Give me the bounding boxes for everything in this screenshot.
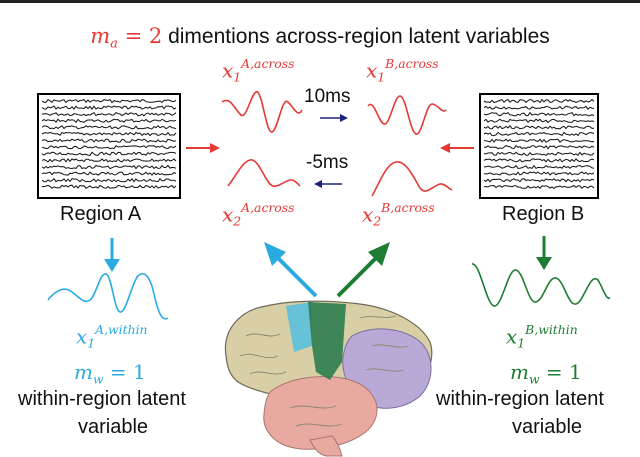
label-x1-a-across: x1A,across (222, 56, 295, 85)
region-b-label: Region B (502, 203, 585, 225)
region-a-box (37, 93, 181, 199)
region-b-traces (483, 98, 595, 190)
label-mw-a: mw = 1 (74, 360, 146, 387)
wave-within-a (47, 272, 169, 320)
brain-sulci (239, 315, 409, 427)
within-b-caption-line2: variable (512, 416, 583, 438)
neural-trace (41, 164, 177, 170)
neural-trace (483, 138, 595, 143)
wave-within-b (471, 263, 611, 307)
lag-bottom-label: -5ms (306, 152, 349, 173)
neural-trace (483, 171, 595, 176)
brain-to-b-across-arrowhead (368, 242, 390, 266)
neural-trace (483, 158, 595, 163)
wave-x2-b-across (371, 161, 453, 197)
neural-trace (41, 158, 177, 163)
title-text: dimentions across-region latent variable… (162, 25, 550, 48)
neural-trace (41, 145, 177, 150)
brain-region-a (286, 302, 312, 352)
lag-bottom-arrowhead (314, 180, 322, 188)
neural-trace (41, 138, 177, 143)
neural-trace (483, 164, 595, 170)
neural-trace (41, 98, 177, 104)
neural-trace (41, 125, 177, 130)
neural-trace (41, 118, 177, 124)
neural-trace (483, 131, 595, 137)
region-a-to-within-arrowhead (104, 259, 120, 272)
brain-stem (309, 435, 343, 457)
label-x2-a-across: x2A,across (222, 200, 295, 229)
neural-trace (41, 177, 177, 183)
region-a-label: Region A (60, 203, 142, 225)
neural-trace (41, 111, 177, 117)
neural-trace (483, 105, 595, 110)
region-b-to-within-arrowhead (536, 257, 552, 270)
figure-title: ma = 2 dimentions across-region latent v… (0, 24, 640, 52)
neural-trace (483, 184, 595, 190)
neural-trace (484, 144, 595, 150)
neural-trace (483, 125, 595, 130)
brain-illustration (224, 300, 433, 457)
wave-x1-b-across (367, 95, 447, 135)
wave-x2-a-across (227, 159, 301, 187)
neural-trace (483, 151, 595, 157)
neural-trace (41, 151, 177, 156)
neural-trace (41, 131, 177, 137)
neural-trace (41, 105, 177, 111)
title-ma-var: m (90, 24, 111, 48)
lag-top-arrowhead (340, 114, 348, 122)
label-x1-b-across: x1B,across (366, 56, 439, 85)
within-a-caption-line2: variable (78, 416, 149, 438)
brain-pink-lobe (263, 376, 378, 450)
title-ma-eq: = 2 (117, 24, 163, 48)
wave-x1-a-across (221, 91, 303, 133)
neural-trace (483, 111, 595, 117)
label-x1-a-within: x1A,within (76, 322, 148, 351)
region-a-to-across-arrowhead (210, 143, 220, 153)
neural-trace (483, 118, 595, 124)
region-b-to-across-arrowhead (440, 143, 450, 153)
lag-top-label: 10ms (304, 86, 351, 107)
brain-to-a-across-arrowhead (264, 242, 286, 266)
within-a-caption-line1: within-region latent (18, 388, 186, 410)
brain-region-b (308, 302, 346, 380)
neural-trace (483, 98, 595, 104)
neural-trace (41, 171, 177, 176)
neural-trace (483, 178, 595, 183)
label-x1-b-within: x1B,within (506, 322, 578, 351)
region-a-traces (41, 98, 177, 189)
brain-to-a-across-arrow (276, 256, 318, 298)
title-ma-sub: a (110, 36, 118, 52)
label-mw-b: mw = 1 (510, 360, 582, 387)
neural-trace (41, 184, 177, 189)
label-x2-b-across: x2B,across (362, 200, 435, 229)
brain-to-b-across-arrow (336, 256, 378, 298)
within-b-caption-line1: within-region latent (436, 388, 604, 410)
